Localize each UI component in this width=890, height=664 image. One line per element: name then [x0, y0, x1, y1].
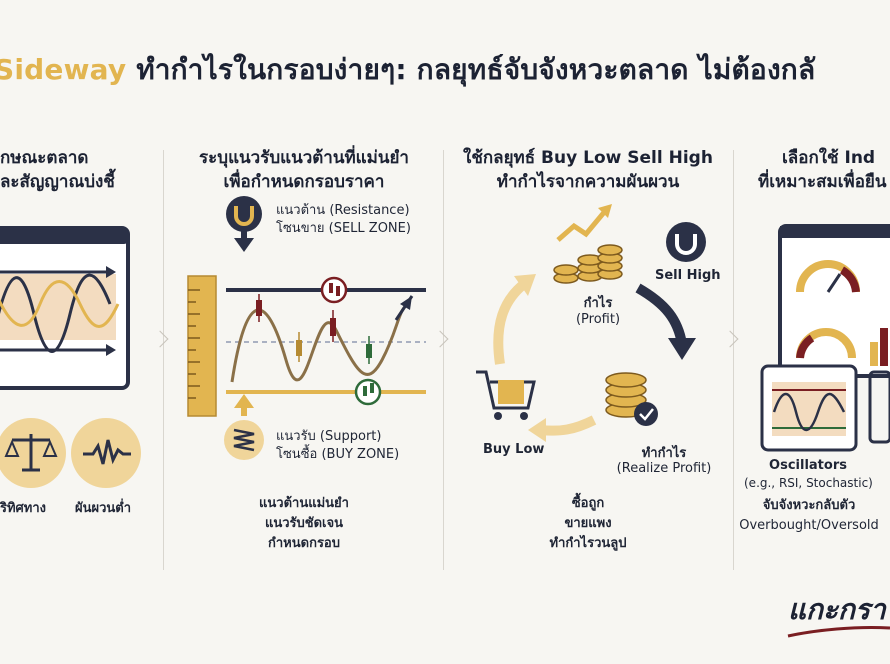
profit-label: กำไร — [583, 296, 613, 311]
col2-caption: แนวต้านแม่นยำ แนวรับชัดเจน กำหนดกรอบ — [226, 494, 382, 554]
profit-sublabel: (Profit) — [575, 312, 621, 327]
sell-zone-label: โซนขาย (SELL ZONE) — [276, 221, 411, 236]
resistance-label: แนวต้าน (Resistance) — [276, 203, 410, 218]
col2-heading-line1: ระบุแนวรับแนวต้านที่แม่นยำ — [199, 148, 409, 168]
chevron-right-icon — [721, 330, 739, 348]
col3-heading: ใช้กลยุทธ์ Buy Low Sell High ทำกำไรจากคว… — [455, 146, 721, 194]
col1-label-left: ริทิศทาง — [0, 501, 47, 516]
col3-heading-line2: ทำกำไรจากความผันผวน — [496, 172, 680, 192]
realize-label: ทำกำไร — [641, 446, 687, 461]
col3-heading-line1: ใช้กลยุทธ์ Buy Low Sell High — [463, 148, 713, 168]
oscillators-label: Oscillators — [769, 458, 847, 473]
col2-heading-line2: เพื่อกำหนดกรอบราคา — [223, 172, 385, 192]
col4-caption-line1: จับจังหวะกลับตัว — [762, 498, 856, 513]
coin-stack-icon — [553, 204, 623, 284]
spring-support-icon — [224, 394, 264, 460]
col1-heading: กษณะตลาด ละสัญญาณบ่งชี้ — [0, 146, 150, 194]
support-label: แนวรับ (Support) — [276, 429, 382, 444]
realize-sublabel: (Realize Profit) — [616, 461, 712, 476]
col4-caption-line2: Overbought/Oversold — [739, 518, 879, 533]
sideway-chart-window-icon — [0, 226, 130, 390]
title-accent: Sideway — [0, 53, 127, 86]
col4-heading-line2: ที่เหมาะสมเพื่อยืน — [758, 172, 887, 192]
col1-label-right: ผันผวนต่ำ — [75, 501, 132, 516]
col2-caption-line2: แนวรับชัดเจน — [264, 516, 343, 531]
waveform-icon — [71, 418, 141, 488]
sell-high-label: Sell High — [655, 268, 721, 283]
col4-heading: เลือกใช้ Ind ที่เหมาะสมเพื่อยืน — [748, 146, 890, 194]
brand-logo: แกะกรา — [788, 593, 886, 626]
col4-heading-line1: เลือกใช้ Ind — [782, 148, 876, 168]
column-divider-2 — [443, 150, 444, 570]
title-rest: ทำกำไรในกรอบง่ายๆ: กลยุทธ์จับจังหวะตลาด … — [126, 53, 816, 86]
col2-heading: ระบุแนวรับแนวต้านที่แม่นยำ เพื่อกำหนดกรอ… — [170, 146, 438, 194]
col1-heading-line2: ละสัญญาณบ่งชี้ — [0, 172, 115, 192]
magnet-down-icon — [226, 196, 262, 252]
col3-caption-line1: ซื้อถูก — [571, 496, 605, 511]
column-divider-3 — [733, 150, 734, 570]
col1-heading-line1: กษณะตลาด — [0, 148, 89, 168]
buy-low-label: Buy Low — [483, 442, 545, 457]
col3-caption-line2: ขายแพง — [564, 516, 612, 531]
oscillators-examples: (e.g., RSI, Stochastic) — [744, 476, 873, 490]
chevron-right-icon — [151, 330, 169, 348]
column-divider-1 — [163, 150, 164, 570]
brand-underline — [787, 625, 890, 638]
col2-caption-line3: กำหนดกรอบ — [268, 536, 340, 551]
buy-low-sell-high-cycle-diagram — [476, 204, 706, 442]
col3-caption: ซื้อถูก ขายแพง ทำกำไรวนลูป — [510, 494, 666, 554]
col2-caption-line1: แนวต้านแม่นยำ — [259, 496, 349, 511]
balance-scale-icon — [0, 418, 66, 488]
indicator-dashboard-icon — [760, 224, 890, 452]
col4-caption: จับจังหวะกลับตัว Overbought/Oversold — [734, 496, 884, 536]
page-title: Sideway ทำกำไรในกรอบง่ายๆ: กลยุทธ์จับจัง… — [0, 48, 815, 92]
col3-caption-line3: ทำกำไรวนลูป — [549, 536, 627, 551]
buy-zone-label: โซนซื้อ (BUY ZONE) — [276, 447, 400, 462]
support-resistance-chart — [187, 275, 426, 417]
